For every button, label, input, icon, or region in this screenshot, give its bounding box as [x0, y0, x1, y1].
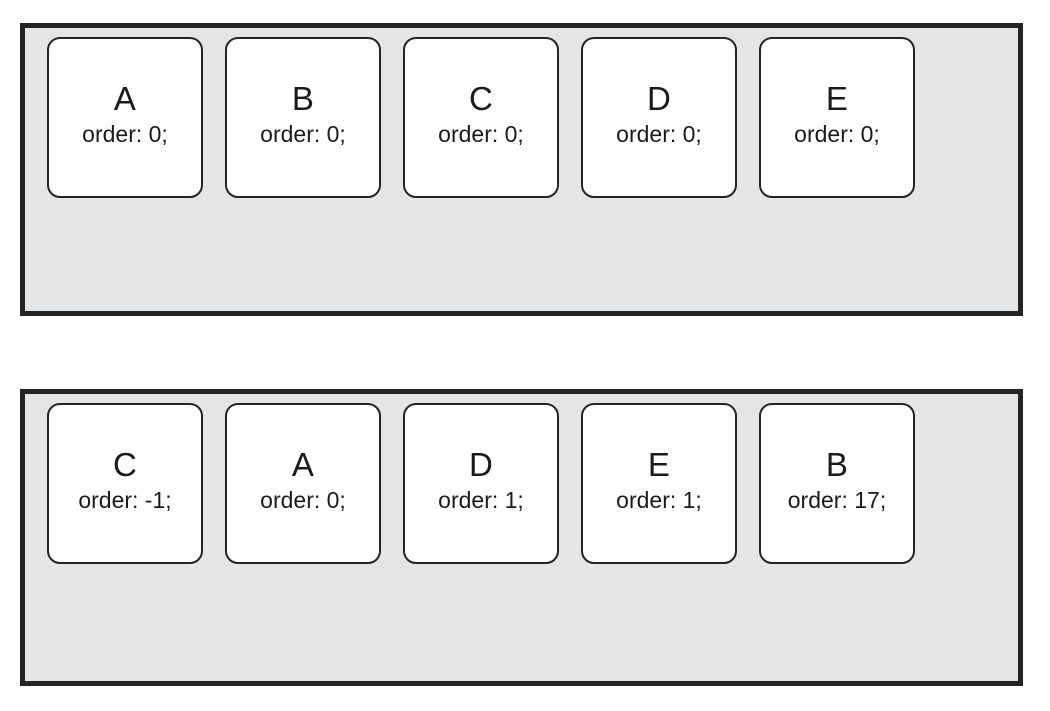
flex-item-letter: A [291, 446, 315, 483]
flex-item-order-value: order: 1; [616, 487, 702, 513]
flex-item-order-value: order: -1; [78, 487, 172, 513]
flex-item-letter: C [112, 446, 138, 483]
flex-item-letter: D [646, 80, 672, 117]
flex-item-order-value: order: 0; [82, 121, 168, 147]
flex-item: C order: -1; [47, 403, 203, 564]
flex-item-order-value: order: 0; [438, 121, 524, 147]
flex-item-order-value: order: 0; [260, 121, 346, 147]
flex-item: C order: 0; [403, 37, 559, 198]
flex-item-order-value: order: 0; [794, 121, 880, 147]
flex-item-order-value: order: 0; [616, 121, 702, 147]
flex-item-order-value: order: 1; [438, 487, 524, 513]
flex-item: E order: 1; [581, 403, 737, 564]
flex-item-order-value: order: 17; [787, 487, 887, 513]
flex-container-row-2: C order: -1; A order: 0; D order: 1; E o… [20, 389, 1023, 686]
flex-item: D order: 0; [581, 37, 737, 198]
flex-item-letter: E [825, 80, 849, 117]
flex-item-letter: E [647, 446, 671, 483]
flex-item-order-value: order: 0; [260, 487, 346, 513]
flex-item-letter: A [113, 80, 137, 117]
flex-item: B order: 0; [225, 37, 381, 198]
flex-item-letter: B [291, 80, 315, 117]
flex-container-row-1: A order: 0; B order: 0; C order: 0; D or… [20, 23, 1023, 316]
flex-item: E order: 0; [759, 37, 915, 198]
flex-item: A order: 0; [225, 403, 381, 564]
flex-item: D order: 1; [403, 403, 559, 564]
flex-item-letter: C [468, 80, 494, 117]
flex-item: A order: 0; [47, 37, 203, 198]
flex-item-letter: B [825, 446, 849, 483]
flex-item-letter: D [468, 446, 494, 483]
flex-item: B order: 17; [759, 403, 915, 564]
